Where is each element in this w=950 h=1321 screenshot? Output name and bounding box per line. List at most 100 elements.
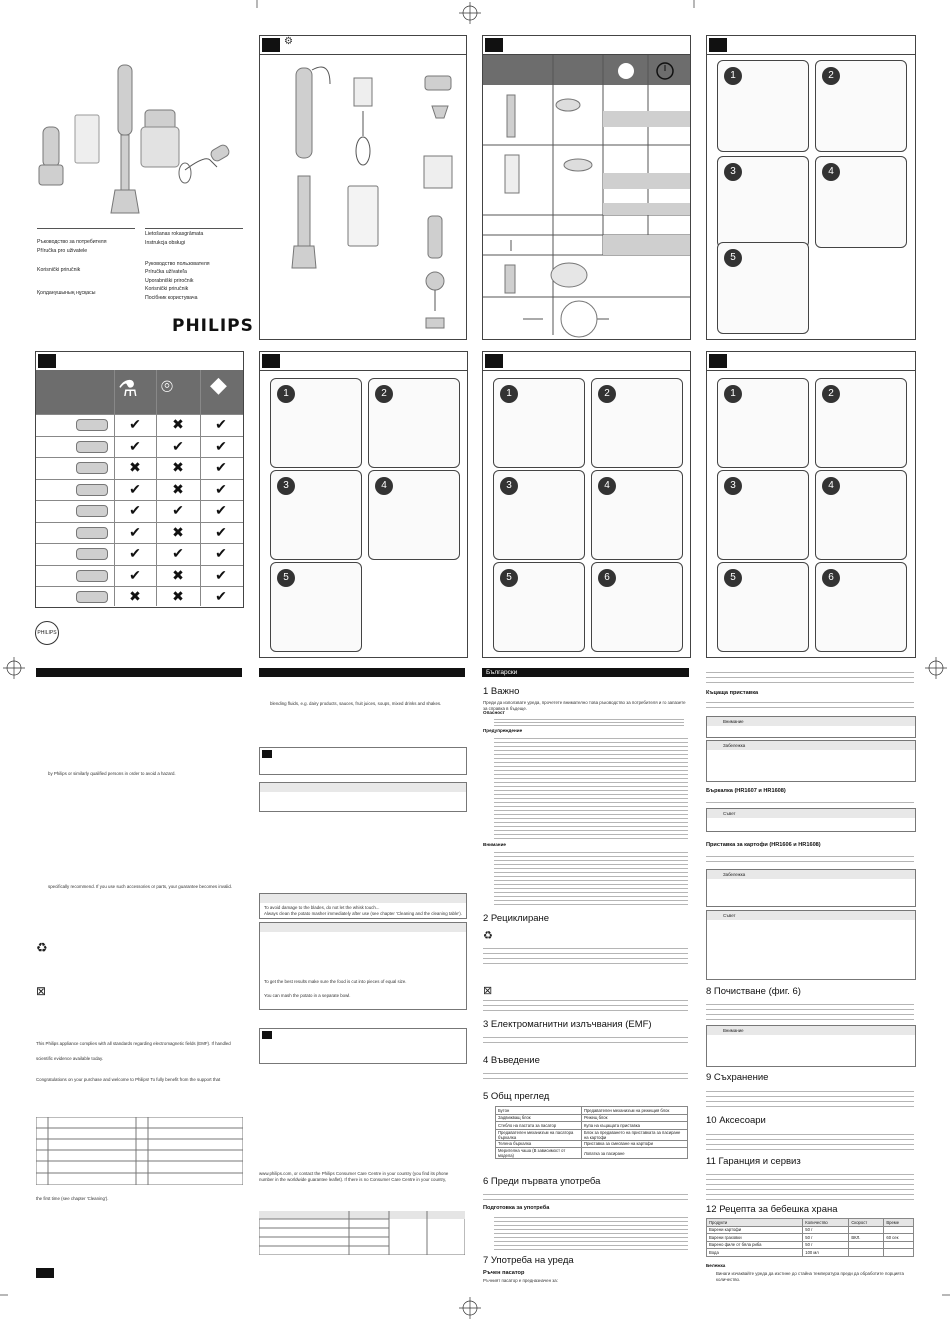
panel-tab [485, 38, 503, 52]
lang-sk: Príručka užívateľa [145, 269, 187, 275]
lang-ru: Руководство пользователя [145, 261, 210, 267]
table-cell: Лопатка за пасиране [580, 1147, 689, 1159]
table-row-divider [36, 500, 243, 501]
cleaning-cell: ✖ [172, 416, 184, 432]
masher-panel: 1 2 3 4 5 6 [706, 351, 916, 658]
philips-shield-icon: PHILIPS [35, 621, 59, 645]
lang-uk: Посібник користувача [145, 295, 198, 301]
table-cell: Стебло на пастата за пасатор [495, 1121, 582, 1130]
masher-step-5: 5 [717, 562, 809, 652]
en-fluids-text: blending fluids, e.g. dairy products, sa… [270, 701, 442, 706]
table-cell [883, 1240, 914, 1249]
intro-text [483, 1069, 688, 1083]
cleaning-text [706, 1000, 914, 1022]
chopper-heading: Къцаща приставка [706, 690, 759, 696]
table-row-divider [36, 414, 243, 415]
table-cell: Вода [705, 1248, 804, 1257]
cleaning-cell: ✔ [129, 416, 141, 432]
section-3-heading: 3 Електромагнитни излъчвания (EMF) [483, 1019, 652, 1030]
step-1: 1 [717, 60, 809, 152]
chopper-text [706, 698, 914, 712]
prep-text [494, 1214, 688, 1250]
tap-icon: ⚗ [118, 376, 138, 401]
recycle-text [483, 944, 688, 968]
section-8-heading: 8 Почистване (фиг. 6) [706, 986, 801, 997]
whisk-panel: 1 2 3 4 5 6 [482, 351, 691, 658]
cleaning-cell: ✔ [129, 480, 141, 497]
danger-label: Опасност [483, 710, 505, 715]
panel-tab [485, 354, 503, 368]
assembly-panel: 1 2 3 4 5 [706, 35, 916, 340]
danger-box [259, 747, 467, 775]
section-7-heading: 7 Употреба на уреда [483, 1255, 574, 1266]
table-cell [883, 1248, 914, 1257]
cleaning-cell: ✔ [215, 502, 227, 518]
table-row: Мерителна чаша (В зависимост от модела)Л… [495, 1147, 689, 1159]
lang-lv: Lietošanas rokasgrāmata [145, 231, 204, 237]
blender-text: Ръчният пасатор е предназначен за: [483, 1278, 558, 1283]
panel-tab [262, 354, 280, 368]
cleaning-cell: ✖ [172, 480, 184, 497]
disposal-text [483, 996, 688, 1012]
cleaning-cell: ✔ [129, 523, 141, 540]
cleaning-cell: ✔ [172, 545, 184, 561]
table-header-cell: Скорост [848, 1218, 885, 1227]
en-overview-table [36, 1117, 243, 1185]
english-header-bar-2 [259, 668, 465, 677]
warning-text [494, 735, 688, 840]
processing-table-panel [482, 35, 691, 340]
part-icon [76, 462, 108, 474]
chopper-step-4: 4 [368, 470, 460, 560]
en-website-text: www.philips.com, or contact the Philips … [259, 1171, 449, 1176]
part-icon [76, 548, 108, 560]
lang-cs: Příručka pro uživatele [37, 248, 88, 254]
warning-box [259, 1028, 467, 1064]
section-12-heading: 12 Рецепта за бебешка храна [706, 1204, 838, 1215]
masher-step-4: 4 [815, 470, 907, 560]
en-emf-text: This Philips appliance complies with all… [36, 1041, 231, 1046]
cleaning-cell: ✖ [172, 566, 184, 583]
table-row-divider [36, 521, 243, 523]
masher-step-6: 6 [815, 562, 907, 652]
section-4-heading: 4 Въведение [483, 1055, 540, 1066]
chopper-caution: Внимание [706, 716, 916, 738]
table-row-divider [36, 543, 243, 544]
table-row-divider [36, 435, 243, 437]
chopper-step-2: 2 [368, 378, 460, 468]
en-firsttime-text: the first time (see chapter 'Cleaning'). [36, 1196, 109, 1201]
cleaning-table-panel: ⚗ ⌾ ◆ ✔✖✔✔✔✔✖✖✔✔✖✔✔✔✔✔✖✔✔✔✔✔✖✔✖✖✔ [35, 351, 244, 608]
table-cell: Задвижващ блок [495, 1113, 582, 1122]
lang-hr: Korisnički priručnik [37, 267, 81, 273]
panel-tab [38, 354, 56, 368]
table-cell: Купа на къцащата приставка [580, 1121, 689, 1130]
table-cell: Варено филе от бяла риба [705, 1240, 804, 1249]
part-icon [76, 440, 108, 453]
danger-text [494, 717, 684, 727]
en-philips-text: by Philips or similarly qualified person… [48, 771, 176, 776]
note-box: To get the best results make sure the fo… [259, 922, 467, 1010]
first-use-text [483, 1190, 688, 1200]
en-website2-text: number in the worldwide guarantee leafle… [259, 1177, 447, 1182]
recipe-note-label: Бележка [706, 1263, 726, 1268]
table-cell: Бутон [495, 1106, 582, 1115]
whisk-tip: Съвет [706, 808, 916, 832]
storage-text [706, 1087, 914, 1107]
part-icon [76, 483, 108, 496]
product-image [35, 55, 245, 220]
guarantee-text [706, 1170, 914, 1200]
caution-label: Внимание [483, 842, 506, 847]
whisk-heading: Бъркалка (HR1607 и HR1608) [706, 788, 786, 794]
cleaning-cell: ✖ [129, 588, 141, 604]
chopper-panel: 1 2 3 4 5 [259, 351, 468, 658]
chopper-step-1: 1 [270, 378, 362, 468]
table-cell: Приставка за смесване на картофи [580, 1139, 689, 1148]
step-4: 4 [815, 156, 907, 248]
lang-bg: Ръководство за потребителя [37, 239, 107, 245]
masher-text [706, 852, 914, 866]
cleaning-cell: ✔ [129, 566, 141, 583]
part-icon [76, 419, 108, 431]
chopper-step-3: 3 [270, 470, 362, 560]
table-cell [848, 1248, 885, 1257]
part-icon [76, 505, 108, 517]
